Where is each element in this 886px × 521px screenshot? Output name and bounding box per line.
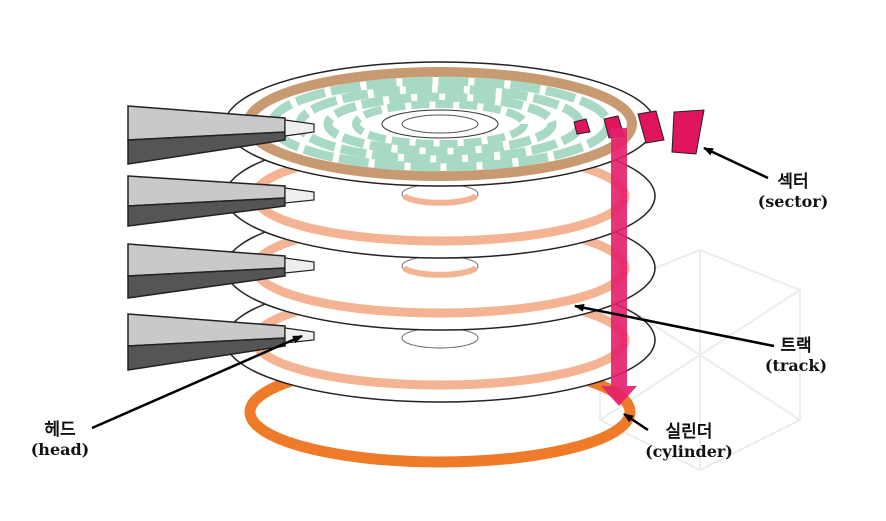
- head-assembly-4: [127, 313, 315, 371]
- head-assembly-1: [127, 105, 315, 165]
- cylinder-arrow: [601, 128, 637, 406]
- head-assembly-3: [127, 243, 315, 299]
- sector-label-ko: 섹터: [777, 172, 809, 192]
- sector-segments: [573, 109, 705, 155]
- head-label: 헤드 (head): [20, 420, 100, 460]
- head-leader: [91, 334, 303, 430]
- head-label-en: (head): [30, 440, 90, 459]
- track-leader: [574, 303, 775, 348]
- track-label-en: (track): [764, 356, 828, 375]
- cylinder-label: 실린더 (cylinder): [634, 422, 744, 462]
- head-assembly-2: [127, 175, 315, 227]
- track-label-ko: 트랙: [780, 336, 812, 356]
- sector-label-en: (sector): [757, 192, 829, 211]
- sector-label: 섹터 (sector): [748, 172, 838, 212]
- sector-leader: [703, 146, 769, 180]
- track-label: 트랙 (track): [756, 336, 836, 376]
- cylinder-leader: [623, 412, 649, 432]
- head-label-ko: 헤드: [44, 420, 76, 440]
- cylinder-label-en: (cylinder): [645, 442, 733, 461]
- cylinder-label-ko: 실린더: [665, 422, 713, 442]
